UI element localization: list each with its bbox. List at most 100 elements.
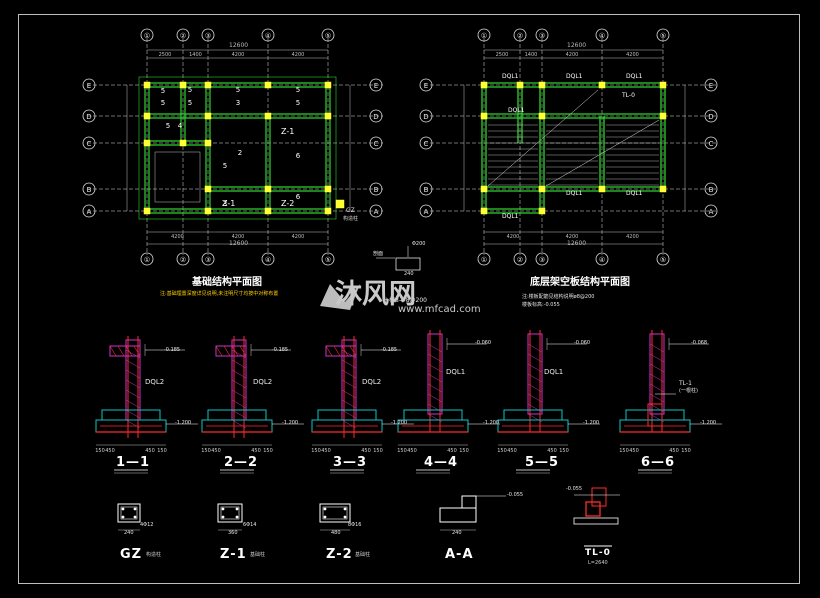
- column-label-z1: Z-1: [220, 547, 247, 562]
- found-footing-outline: [138, 76, 337, 220]
- sec0-beam-rebar: [109, 345, 117, 357]
- foundation-plan-note: 注:基础埋置深度详见说明,未注明尺寸均按中对称布置: [160, 291, 279, 297]
- sec5-elev-top: -0.060: [574, 340, 591, 346]
- sec1-beam-rebar: [223, 345, 231, 357]
- foundation-axis-bubble-top-2: [201, 28, 215, 42]
- column-2-outline: [319, 503, 351, 523]
- foundation-axis-label-left-0: E: [87, 82, 91, 90]
- floor-axis-label-top-0: ①: [481, 32, 487, 40]
- foundation-dim-bottom-2: 4200: [292, 234, 305, 240]
- found-column-3: [264, 81, 272, 89]
- floor-column-11: [659, 185, 667, 193]
- found-section-mark-4: 5: [161, 99, 165, 107]
- column-2-stirrup: [322, 506, 348, 520]
- gz-tag: GZ: [346, 207, 355, 214]
- floor-column-3: [598, 81, 606, 89]
- floor-axis-label-bottom-3: ④: [599, 256, 605, 264]
- section-label-2: 2—2: [224, 455, 259, 470]
- floor-column-1: [516, 81, 524, 89]
- found-section-mark-2: 5: [236, 86, 240, 94]
- found-section-mark-8: 5: [166, 122, 170, 130]
- floor-axis-bubble-top-3: [595, 28, 609, 42]
- sec1-footing-top: [207, 409, 267, 421]
- floor-axis-bubble-top-1: [513, 28, 527, 42]
- floor-column-13: [538, 207, 546, 215]
- sec2-footing-top: [317, 409, 377, 421]
- foundation-dim-top-0: 2500: [159, 52, 172, 58]
- watermark-url: www.mfcad.com: [398, 304, 481, 315]
- found-section-mark-7: 5: [296, 99, 300, 107]
- foundation-axis-bubble-bottom-0: [140, 252, 154, 266]
- column-2-bar-1: [343, 507, 347, 511]
- foundation-axis-bubble-right-2: [369, 136, 383, 150]
- beam-dql1-bottom: DQL1: [502, 213, 519, 220]
- sec5-dim-b: 450: [669, 448, 679, 454]
- sec5-footing-top: [625, 409, 685, 421]
- found-column-2: [204, 81, 212, 89]
- tl0-red-top: [591, 487, 607, 507]
- floor-dim-top-2: 4200: [566, 52, 579, 58]
- found-column-9: [143, 139, 151, 147]
- tl0-beam: [573, 517, 619, 525]
- z2-tag: Z-2: [281, 199, 295, 208]
- foundation-axis-bubble-left-4: [82, 204, 96, 218]
- foundation-axis-label-right-4: A: [374, 208, 379, 216]
- column-sub-tl0: L=2640: [588, 560, 608, 566]
- sec5-dim-a: 450: [629, 448, 639, 454]
- column-0-bar-2: [121, 515, 125, 519]
- sec3-dim-c: 150: [397, 448, 407, 454]
- sec3-dim-b: 450: [447, 448, 457, 454]
- sec1-elev-bot: -1.200: [175, 420, 192, 426]
- sec0-footing-top: [101, 409, 161, 421]
- found-column-15: [143, 207, 151, 215]
- foundation-axis-label-top-0: ①: [144, 32, 150, 40]
- foundation-axis-label-left-4: A: [87, 208, 92, 216]
- center-detail-note: 一根8-Φ8@200: [383, 297, 427, 304]
- floor-total-dim-bottom: 12600: [567, 240, 587, 247]
- beam-dql1-top-2: DQL1: [566, 73, 583, 80]
- sec1-dim-c: 150: [201, 448, 211, 454]
- floor-dim-bottom-2: 4200: [626, 234, 639, 240]
- floor-axis-label-right-0: E: [709, 82, 713, 90]
- sec4-dim-a: 450: [507, 448, 517, 454]
- floor-plan-note-2: 楼板标高:-0.055: [522, 302, 560, 308]
- sec2-dim-a: 450: [321, 448, 331, 454]
- floor-axis-bubble-left-2: [419, 136, 433, 150]
- column-dim-z2: 480: [331, 530, 341, 536]
- found-section-mark-12: 5: [223, 162, 227, 170]
- foundation-axis-label-right-1: D: [373, 113, 378, 121]
- column-label-gz: GZ: [120, 547, 143, 562]
- sec6-elev-bot: -1.200: [700, 420, 717, 426]
- floor-axis-bubble-left-4: [419, 204, 433, 218]
- foundation-axis-bubble-bottom-2: [201, 252, 215, 266]
- column-1-bar-1: [235, 507, 239, 511]
- sec2-beam-rebar: [341, 345, 349, 357]
- sec3-dim-d: 150: [459, 448, 469, 454]
- floor-column-9: [538, 185, 546, 193]
- sec2-dim-d: 150: [373, 448, 383, 454]
- sec0-dim-a: 450: [105, 448, 115, 454]
- sec2-elev-bot: -1.200: [282, 420, 299, 426]
- beam-dql1-top: DQL1: [626, 73, 643, 80]
- sec1-beam: DQL2: [145, 378, 165, 386]
- floor-column-12: [480, 207, 488, 215]
- foundation-axis-label-left-2: C: [87, 140, 92, 148]
- gz-legend-swatch: [335, 199, 345, 209]
- floor-axis-label-left-3: B: [424, 186, 429, 194]
- beam-dql1-inner: DQL1: [508, 107, 525, 114]
- sheet-frame: [18, 14, 800, 584]
- column-rebar-z1: 6Φ14: [243, 522, 257, 528]
- floor-axis-label-left-4: A: [424, 208, 429, 216]
- sec3-elev-bot: -1.200: [391, 420, 408, 426]
- sec4-dim-d: 150: [559, 448, 569, 454]
- foundation-axis-label-bottom-3: ④: [265, 256, 271, 264]
- section-label-4: 4—4: [424, 455, 459, 470]
- floor-column-6: [538, 112, 546, 120]
- column-1-bar-0: [221, 507, 225, 511]
- foundation-axis-bubble-top-1: [176, 28, 190, 42]
- foundation-axis-label-bottom-0: ①: [144, 256, 150, 264]
- floor-plan-note-1: 注:楼板配筋见结构说明ø8@200: [522, 294, 595, 300]
- aa-slab: [439, 507, 477, 523]
- foundation-axis-label-left-1: D: [86, 113, 91, 121]
- sec3-dim-a: 450: [407, 448, 417, 454]
